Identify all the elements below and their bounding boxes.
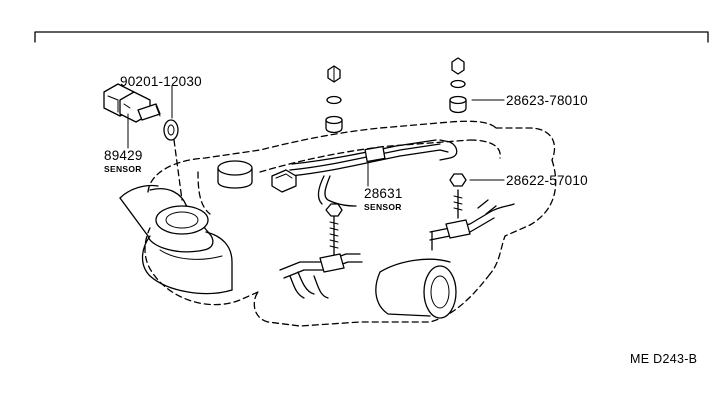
sensor-gasket	[163, 119, 179, 141]
grommet-part-number: 28623-78010	[506, 93, 588, 108]
right-mount-parts	[449, 57, 467, 219]
coolant-sensor-part-number: 89429	[104, 148, 143, 163]
diagram-code: ME D243-B	[630, 352, 697, 366]
coolant-temperature-sensor	[103, 83, 161, 123]
harness-sensor-part-number: 28631	[364, 186, 403, 201]
leader-lines	[127, 85, 505, 187]
harness-connector	[271, 169, 297, 193]
lower-vacuum-pipes	[279, 253, 363, 299]
harness-sensor-assembly	[289, 139, 458, 207]
center-mount-parts	[325, 65, 343, 257]
sensor-install-path	[173, 139, 183, 201]
nut-part-number: 28622-57010	[506, 173, 588, 188]
washer-part-number: 90201-12030	[120, 74, 202, 89]
coolant-sensor-label: SENSOR	[104, 164, 142, 174]
right-vacuum-pipes	[429, 199, 515, 251]
intake-manifold-outline	[144, 120, 557, 327]
air-intake-pipe	[375, 258, 457, 319]
frame-bracket	[34, 31, 709, 43]
coolant-outlet-housing	[119, 184, 233, 295]
harness-sensor-label: SENSOR	[364, 202, 402, 212]
manifold-cap	[217, 160, 253, 189]
